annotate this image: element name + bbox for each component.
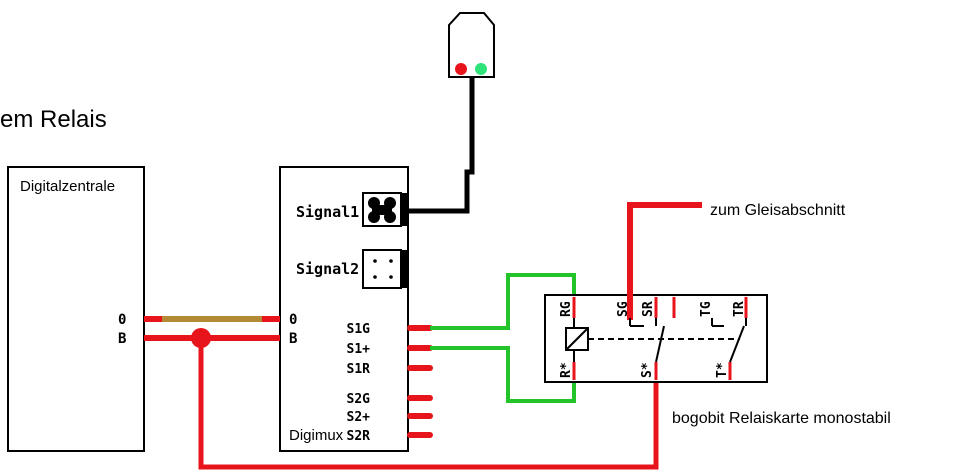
digimux-output-pins bbox=[407, 325, 433, 438]
relay-label-rg: RG bbox=[559, 301, 574, 317]
relay-label-sg: SG bbox=[616, 301, 631, 317]
central-station-box bbox=[7, 166, 145, 452]
green-wire-s1g bbox=[430, 273, 576, 330]
signal-red-lamp bbox=[455, 63, 467, 75]
track-wire bbox=[627, 202, 702, 320]
relay-card-label: bogobit Relaiskarte monostabil bbox=[672, 410, 891, 427]
central-station-label: Digitalzentrale bbox=[20, 178, 115, 195]
green-wire-s1plus bbox=[430, 346, 576, 403]
track-label: zum Gleisabschnitt bbox=[710, 202, 846, 219]
signal-head bbox=[448, 12, 495, 78]
digimux-port-o: 0 bbox=[289, 312, 297, 328]
port-s1plus: S1+ bbox=[347, 342, 371, 357]
page-title: em Relais bbox=[0, 106, 107, 133]
wire-b-to-relay bbox=[198, 338, 659, 470]
relay-label-sr: SR bbox=[641, 301, 656, 317]
port-s1g: S1G bbox=[347, 322, 371, 337]
signal1-label: Signal1 bbox=[296, 203, 359, 221]
relay-label-tg: TG bbox=[699, 301, 714, 317]
relay-label-sstar: S* bbox=[640, 362, 655, 378]
central-port-o: 0 bbox=[118, 312, 126, 328]
digimux-box bbox=[279, 166, 409, 452]
relay-label-rstar: R* bbox=[559, 362, 574, 378]
signal-green-lamp bbox=[475, 63, 487, 75]
signal1-connector bbox=[362, 192, 409, 227]
port-s1r: S1R bbox=[347, 362, 371, 377]
port-s2g: S2G bbox=[347, 392, 371, 407]
central-port-b: B bbox=[118, 331, 126, 347]
signal2-connector bbox=[362, 249, 409, 289]
relay-label-tstar: T* bbox=[715, 362, 730, 378]
digimux-label: Digimux bbox=[289, 427, 344, 444]
signal-cable bbox=[409, 77, 475, 214]
digimux-port-b: B bbox=[289, 331, 297, 347]
signal2-label: Signal2 bbox=[296, 260, 359, 278]
relay-schematic bbox=[565, 318, 747, 363]
relay-terminal-marks bbox=[572, 297, 748, 380]
port-s2plus: S2+ bbox=[347, 410, 371, 425]
relay-label-tr: TR bbox=[732, 301, 747, 317]
port-s2r: S2R bbox=[347, 429, 371, 444]
